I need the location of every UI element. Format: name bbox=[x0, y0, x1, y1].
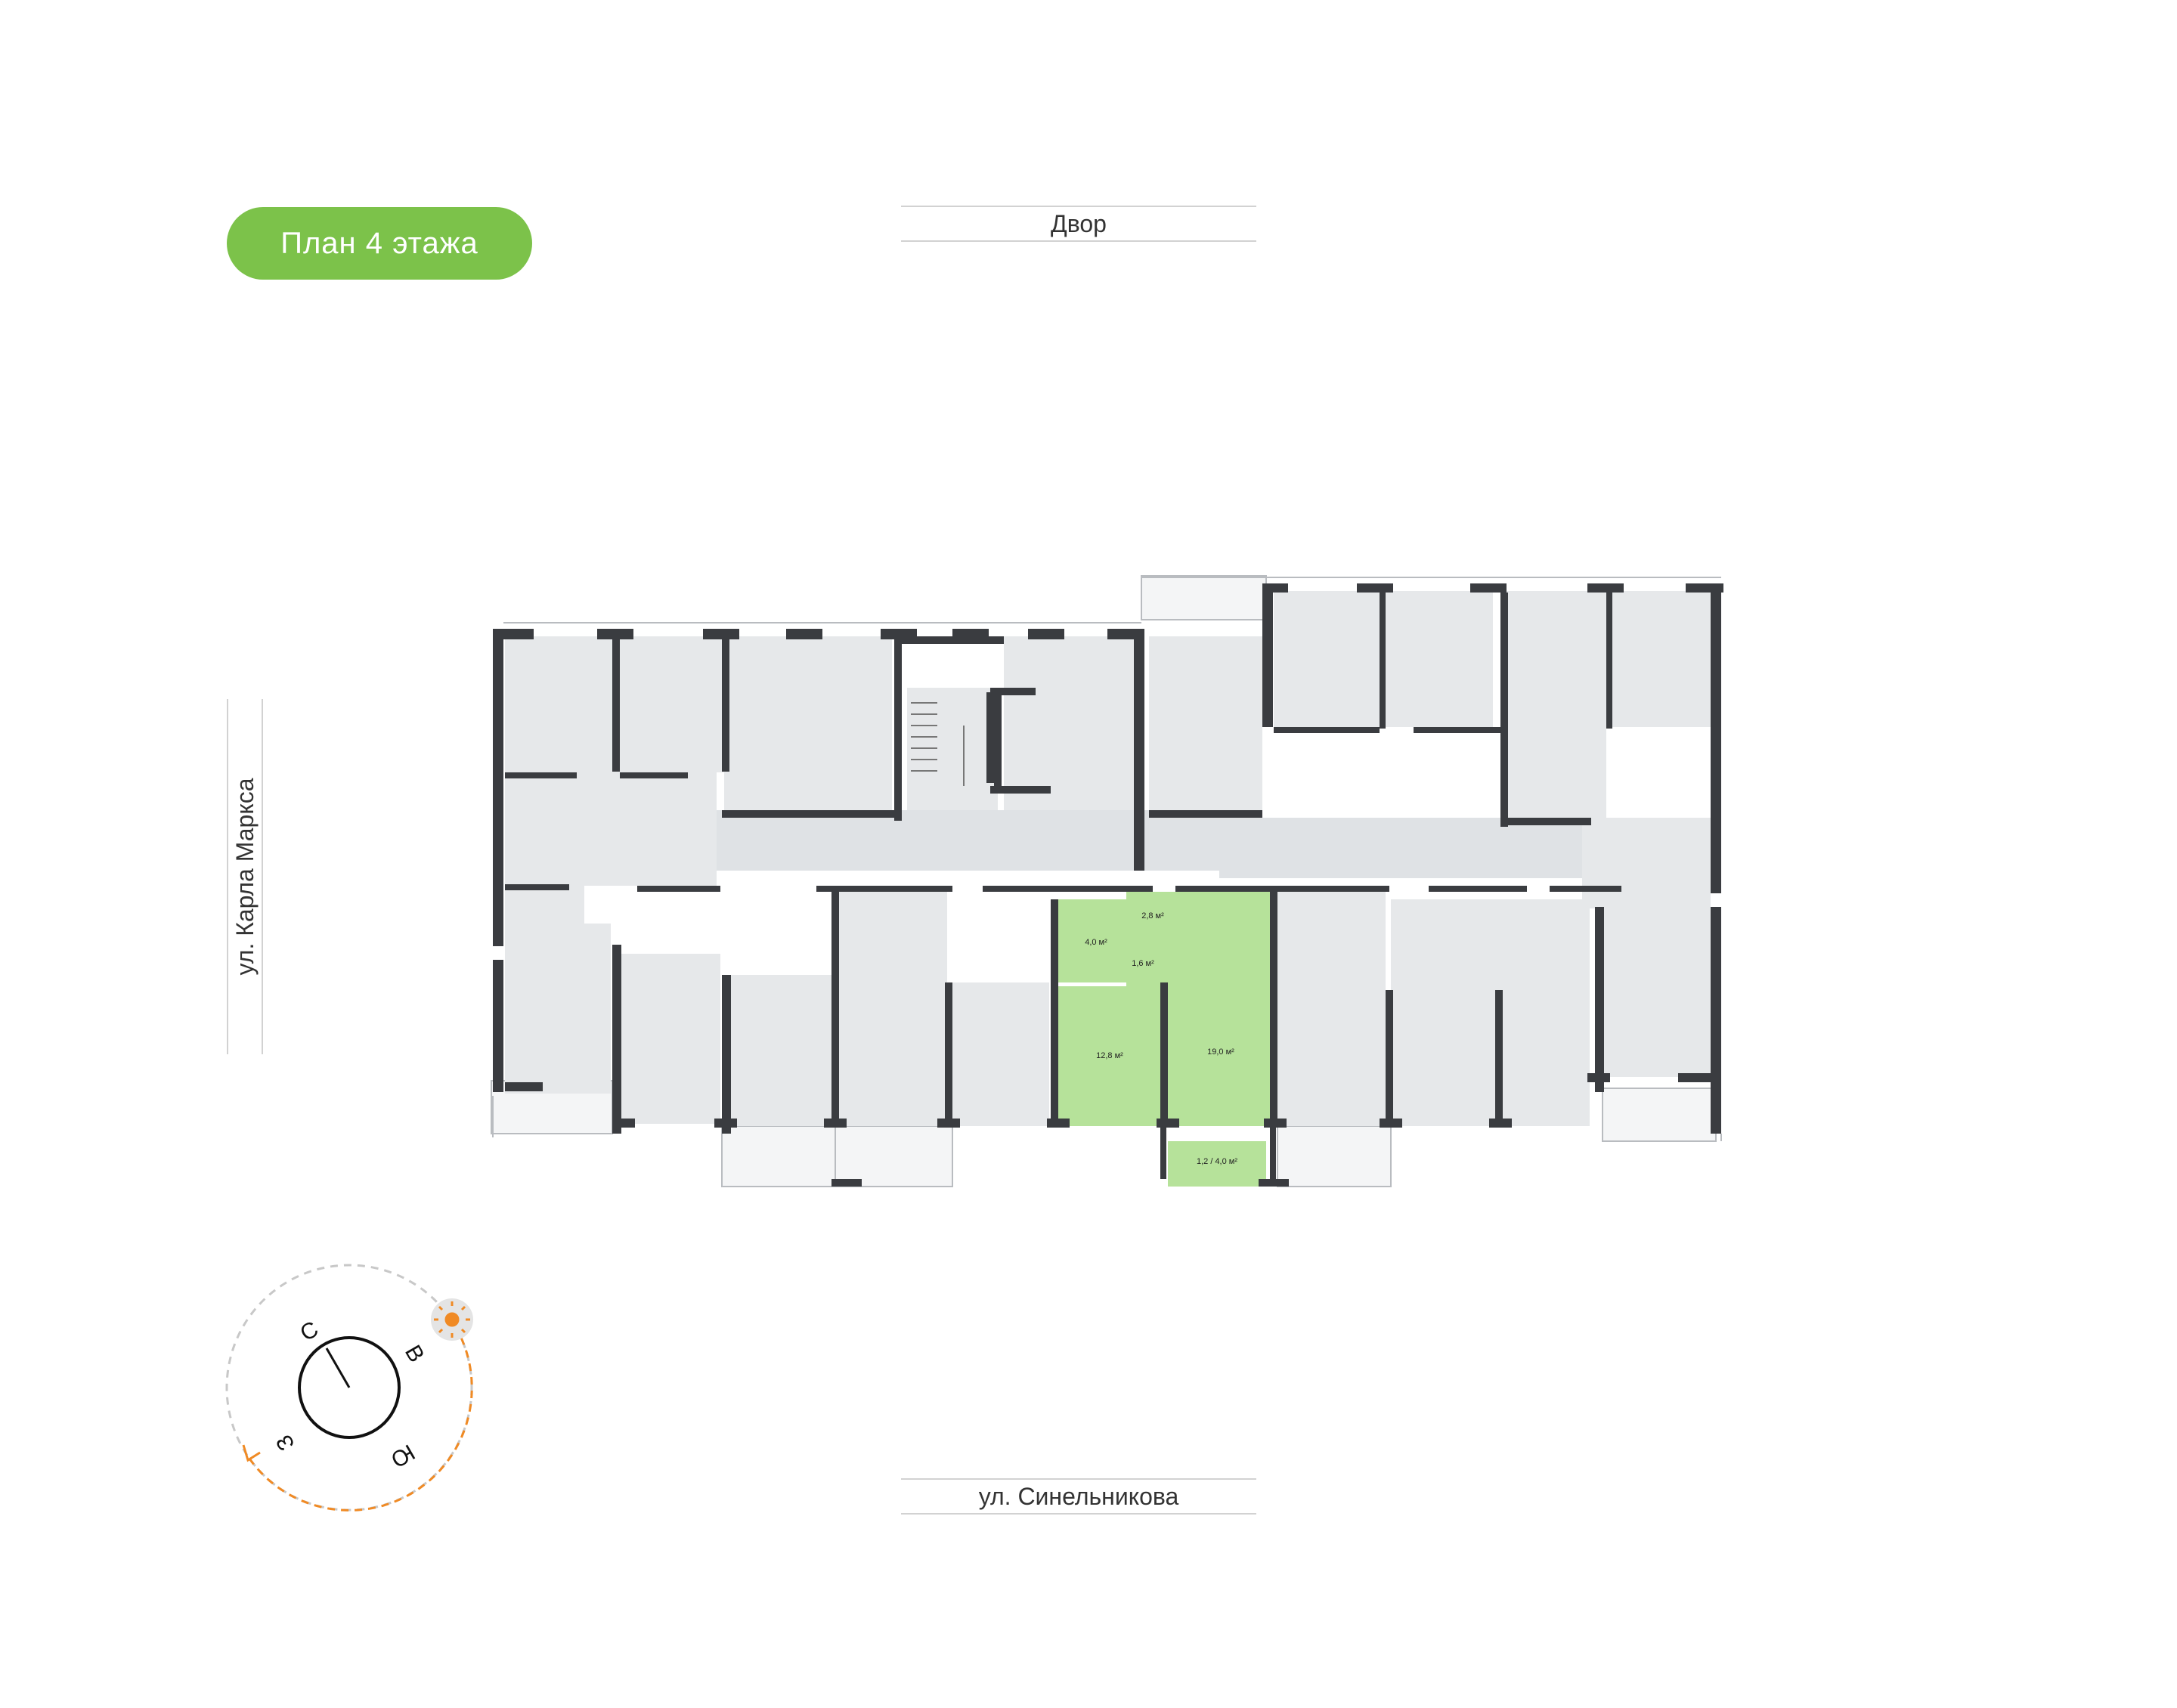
compass-needle bbox=[325, 1348, 351, 1388]
area-bathroom: 4,0 м² bbox=[1085, 938, 1107, 947]
compass-west: З bbox=[271, 1431, 300, 1455]
walls bbox=[493, 583, 1723, 1187]
rooms bbox=[505, 591, 1712, 1126]
floor-plan-badge[interactable]: План 4 этажа bbox=[227, 207, 532, 280]
staircase bbox=[911, 702, 965, 786]
sun-path-arrow bbox=[242, 1444, 261, 1462]
area-corridor: 1,6 м² bbox=[1132, 959, 1154, 968]
area-labels: 4,0 м² 2,8 м² 1,6 м² 12,8 м² 19,0 м² 1,2… bbox=[1085, 911, 1237, 1166]
compass-north: С bbox=[296, 1317, 323, 1346]
selected-apartment[interactable] bbox=[1055, 892, 1274, 1187]
area-balcony: 1,2 / 4,0 м² bbox=[1197, 1157, 1237, 1166]
area-hall: 2,8 м² bbox=[1141, 911, 1164, 921]
street-label-sinelnikova: ул. Синельникова bbox=[901, 1478, 1256, 1515]
window-lines bbox=[492, 577, 1722, 1141]
compass-east: В bbox=[400, 1341, 429, 1366]
compass-south: Ю bbox=[386, 1439, 419, 1472]
sun-icon bbox=[434, 1301, 470, 1338]
area-living: 19,0 м² bbox=[1207, 1047, 1234, 1057]
area-bedroom: 12,8 м² bbox=[1096, 1051, 1123, 1060]
street-label-yard: Двор bbox=[901, 206, 1256, 242]
sun-path-circle bbox=[225, 1264, 473, 1512]
sun-path-arc bbox=[248, 1337, 473, 1512]
